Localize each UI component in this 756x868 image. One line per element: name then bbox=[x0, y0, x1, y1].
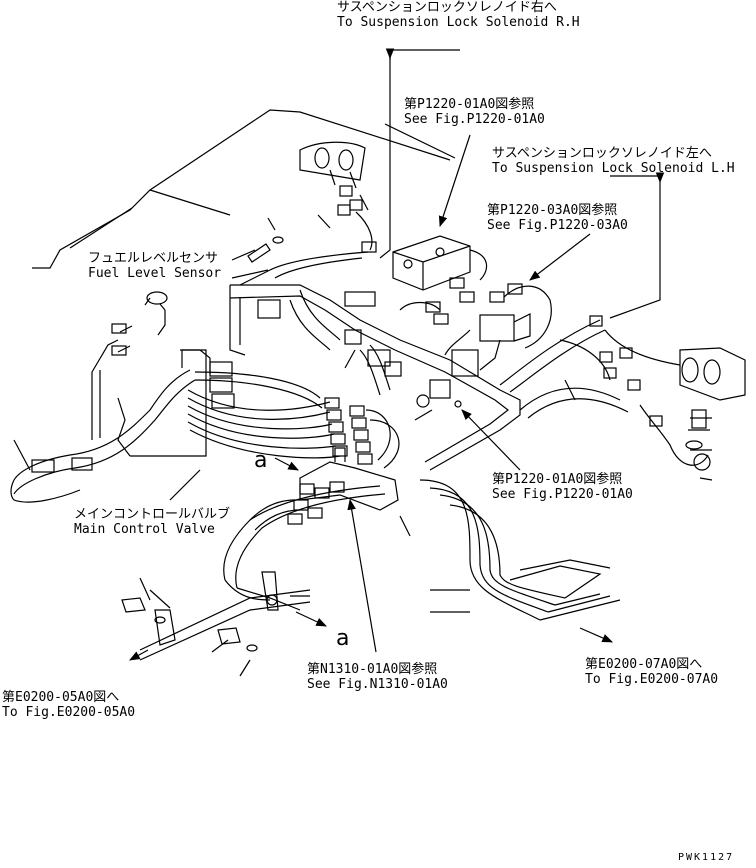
label-e0200-05-en: To Fig.E0200-05A0 bbox=[2, 705, 136, 720]
label-p1220-top: 第P1220-01A0図参照 See Fig.P1220-01A0 bbox=[404, 97, 545, 127]
label-main-control-valve-en: Main Control Valve bbox=[74, 522, 215, 537]
arrow-p1220-mid bbox=[461, 409, 521, 471]
arrow-p1220-top bbox=[438, 134, 471, 228]
label-suspension-lock-rh-jp: サスペンションロックソレノイド右へ bbox=[337, 0, 557, 15]
label-p1220-mid: 第P1220-01A0図参照 See Fig.P1220-01A0 bbox=[492, 472, 633, 502]
label-fuel-level-sensor: フュエルレベルセンサ Fuel Level Sensor bbox=[88, 251, 221, 281]
solenoid-lh-harness bbox=[499, 280, 746, 471]
leader-lines bbox=[13, 194, 713, 677]
label-p1220-03-en: See Fig.P1220-03A0 bbox=[487, 218, 628, 233]
label-p1220-mid-en: See Fig.P1220-01A0 bbox=[492, 487, 633, 502]
detail-marker-a-top: a bbox=[254, 448, 268, 473]
solenoid-rh-harness bbox=[239, 50, 391, 286]
arrow-detail-a-bottom bbox=[295, 611, 327, 627]
label-p1220-03: 第P1220-03A0図参照 See Fig.P1220-03A0 bbox=[487, 203, 628, 233]
label-main-control-valve-jp: メインコントロールバルブ bbox=[74, 507, 231, 522]
callout-arrows bbox=[129, 48, 665, 661]
label-n1310-en: See Fig.N1310-01A0 bbox=[307, 677, 448, 692]
solenoid-valve bbox=[444, 283, 552, 371]
arrow-detail-a-top bbox=[274, 457, 299, 471]
bottom-left-harness bbox=[121, 571, 311, 661]
label-suspension-lock-lh: サスペンションロックソレノイド左へ To Suspension Lock Sol… bbox=[492, 146, 735, 176]
label-fuel-level-sensor-en: Fuel Level Sensor bbox=[88, 266, 222, 281]
label-fuel-level-sensor-jp: フュエルレベルセンサ bbox=[88, 251, 219, 266]
label-suspension-lock-lh-jp: サスペンションロックソレノイド左へ bbox=[492, 146, 712, 161]
label-p1220-top-jp: 第P1220-01A0図参照 bbox=[404, 97, 535, 112]
label-p1220-top-en: See Fig.P1220-01A0 bbox=[404, 112, 545, 127]
valve-block bbox=[392, 235, 488, 325]
fuel-level-sensor bbox=[91, 291, 168, 440]
drawing-id: PWK1127 bbox=[678, 852, 735, 863]
arrow-susp-lh bbox=[610, 172, 665, 184]
arrow-susp-rh bbox=[385, 48, 460, 60]
main-control-valve-bundle bbox=[187, 361, 400, 469]
detail-marker-a-bottom: a bbox=[336, 626, 350, 651]
arrow-e0200-05 bbox=[129, 649, 149, 661]
arrow-e0200-07 bbox=[579, 627, 613, 643]
bracket-n1310 bbox=[249, 447, 399, 531]
central-trunk-harness bbox=[229, 284, 521, 471]
label-e0200-07-en: To Fig.E0200-07A0 bbox=[585, 672, 719, 687]
label-e0200-07-jp: 第E0200-07A0図へ bbox=[585, 657, 703, 672]
label-e0200-05: 第E0200-05A0図へ To Fig.E0200-05A0 bbox=[2, 690, 135, 720]
label-suspension-lock-rh-en: To Suspension Lock Solenoid R.H bbox=[337, 15, 580, 30]
label-suspension-lock-rh: サスペンションロックソレノイド右へ To Suspension Lock Sol… bbox=[337, 0, 580, 30]
label-n1310: 第N1310-01A0図参照 See Fig.N1310-01A0 bbox=[307, 662, 448, 692]
label-suspension-lock-lh-en: To Suspension Lock Solenoid L.H bbox=[492, 161, 735, 176]
arrow-n1310 bbox=[347, 498, 377, 653]
label-p1220-03-jp: 第P1220-03A0図参照 bbox=[487, 203, 618, 218]
label-e0200-07: 第E0200-07A0図へ To Fig.E0200-07A0 bbox=[585, 657, 718, 687]
arrow-p1220-03 bbox=[529, 233, 591, 281]
label-main-control-valve: メインコントロールバルブ Main Control Valve bbox=[74, 507, 230, 537]
lower-harness-e0200-07 bbox=[223, 479, 621, 621]
frame-outline bbox=[32, 109, 456, 269]
left-harness bbox=[10, 349, 211, 503]
label-p1220-mid-jp: 第P1220-01A0図参照 bbox=[492, 472, 623, 487]
label-n1310-jp: 第N1310-01A0図参照 bbox=[307, 662, 438, 677]
bolt-group-top bbox=[247, 236, 284, 263]
label-e0200-05-jp: 第E0200-05A0図へ bbox=[2, 690, 120, 705]
